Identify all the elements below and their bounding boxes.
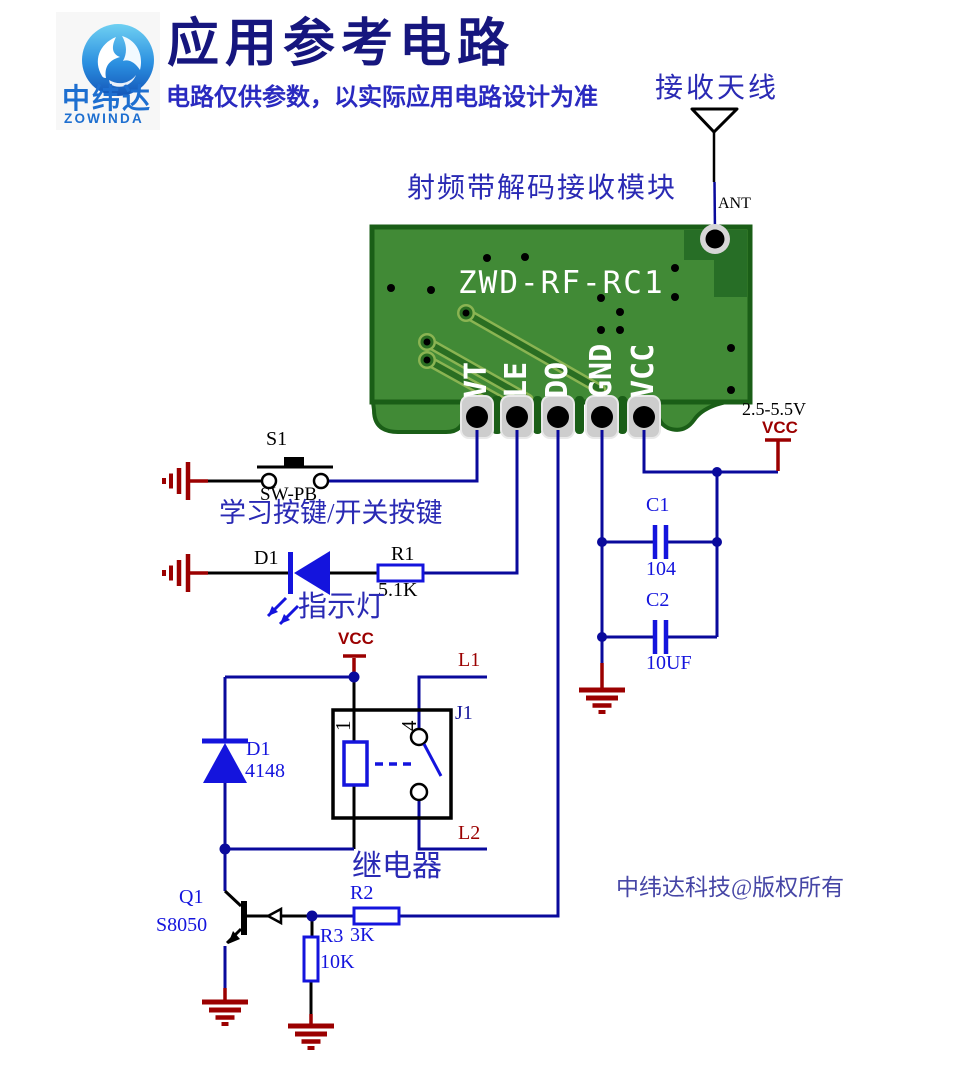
c2-value: 10UF	[646, 652, 692, 674]
q1-value: S8050	[156, 914, 208, 936]
r1-ref: R1	[391, 543, 415, 565]
board-vias	[387, 253, 735, 394]
ground-emitter	[202, 1002, 248, 1024]
relay-pin-1: 1	[331, 721, 355, 732]
board-traces	[418, 304, 607, 407]
l2-label: L2	[458, 822, 481, 844]
ant-pad	[700, 224, 730, 254]
c1-ref: C1	[646, 494, 670, 516]
board-corner-pour	[684, 230, 747, 297]
led-ref: D1	[254, 547, 279, 569]
ground-switch	[164, 462, 188, 500]
module-silkscreen: ZWD-RF-RC1	[458, 265, 665, 301]
page-subtitle: 电路仅供参数，以实际应用电路设计为准	[166, 85, 598, 111]
resistor-r1	[376, 563, 425, 583]
resistor-r2	[352, 906, 401, 926]
pin-label-vt: VT	[459, 362, 494, 398]
pin-label-vcc: VCC	[626, 344, 661, 398]
board-teeth	[492, 396, 627, 434]
s1-ref: S1	[266, 428, 288, 450]
wires	[190, 430, 791, 1025]
pushbutton-s1	[257, 457, 333, 490]
vcc-label-relay: VCC	[338, 629, 374, 648]
capacitor-c1	[652, 525, 669, 559]
relay-coil	[342, 740, 369, 787]
c2-ref: C2	[646, 589, 670, 611]
antenna-label: 接收天线	[655, 73, 780, 104]
resistor-r3	[302, 935, 320, 983]
module-pads	[460, 395, 661, 439]
logo-icon	[82, 24, 154, 96]
q1-ref: Q1	[179, 886, 204, 908]
logo-en: ZOWINDA	[64, 111, 144, 126]
ground-r3	[288, 1026, 334, 1048]
rf-module-board: ZWD-RF-RC1 VT LE DO GND VCC	[369, 224, 753, 439]
l1-label: L1	[458, 649, 481, 671]
ant-pin-label: ANT	[718, 195, 751, 212]
indicator-caption: 指示灯	[298, 591, 386, 623]
diode-value: 4148	[245, 760, 285, 782]
antenna-symbol	[690, 107, 739, 235]
vcc-label-top: VCC	[762, 418, 798, 437]
relay-contact-top	[409, 727, 429, 747]
r2-value: 3K	[350, 924, 375, 946]
relay-contact-bottom	[409, 782, 429, 802]
page-title: 应用参考电路	[167, 16, 516, 73]
r1-value: 5.1K	[378, 579, 418, 601]
s1-part: SW-PB	[260, 484, 318, 505]
pin-label-do: DO	[540, 362, 575, 398]
r3-value: 10K	[320, 951, 355, 973]
diode-4148	[202, 738, 248, 783]
copyright: 中纬达科技@版权所有	[616, 875, 845, 900]
relay-caption: 继电器	[352, 850, 442, 883]
transistor-q1	[223, 889, 283, 945]
module-caption: 射频带解码接收模块	[407, 173, 678, 204]
ground-led	[164, 554, 188, 592]
relay-j1: 1 4	[331, 708, 453, 820]
relay-pin-4: 4	[397, 720, 421, 731]
ground-caps	[579, 690, 625, 712]
relay-armature	[422, 743, 443, 777]
voltage-range: 2.5-5.5V	[742, 399, 806, 419]
capacitor-c2	[652, 620, 669, 654]
pin-label-gnd: GND	[584, 344, 619, 398]
logo-cn: 中纬达	[62, 83, 153, 114]
j1-ref: J1	[455, 702, 473, 724]
c1-value: 104	[646, 558, 676, 580]
diode-ref: D1	[246, 738, 271, 760]
led-d1	[266, 551, 330, 626]
pin-label-le: LE	[499, 362, 534, 398]
r3-ref: R3	[320, 925, 344, 947]
learn-button-caption: 学习按键/开关按键	[219, 498, 443, 528]
r2-ref: R2	[350, 882, 374, 904]
